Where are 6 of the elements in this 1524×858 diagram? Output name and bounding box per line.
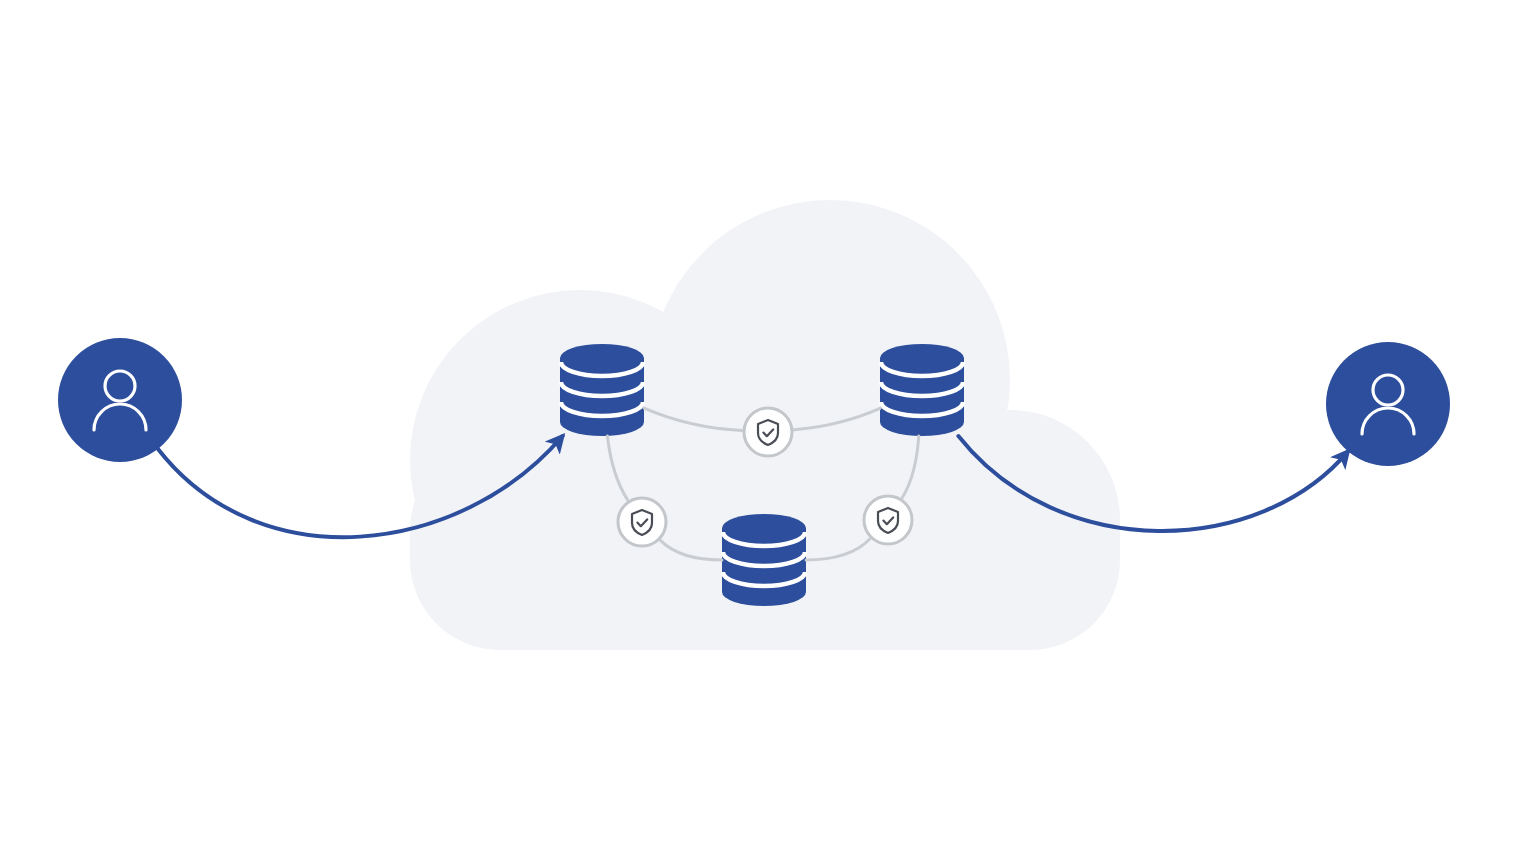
connector-line (605, 434, 630, 502)
arrow (156, 433, 566, 539)
connector-line (642, 406, 744, 433)
connector-line (792, 406, 882, 432)
connector-line (804, 537, 872, 562)
connector-line (658, 538, 724, 562)
